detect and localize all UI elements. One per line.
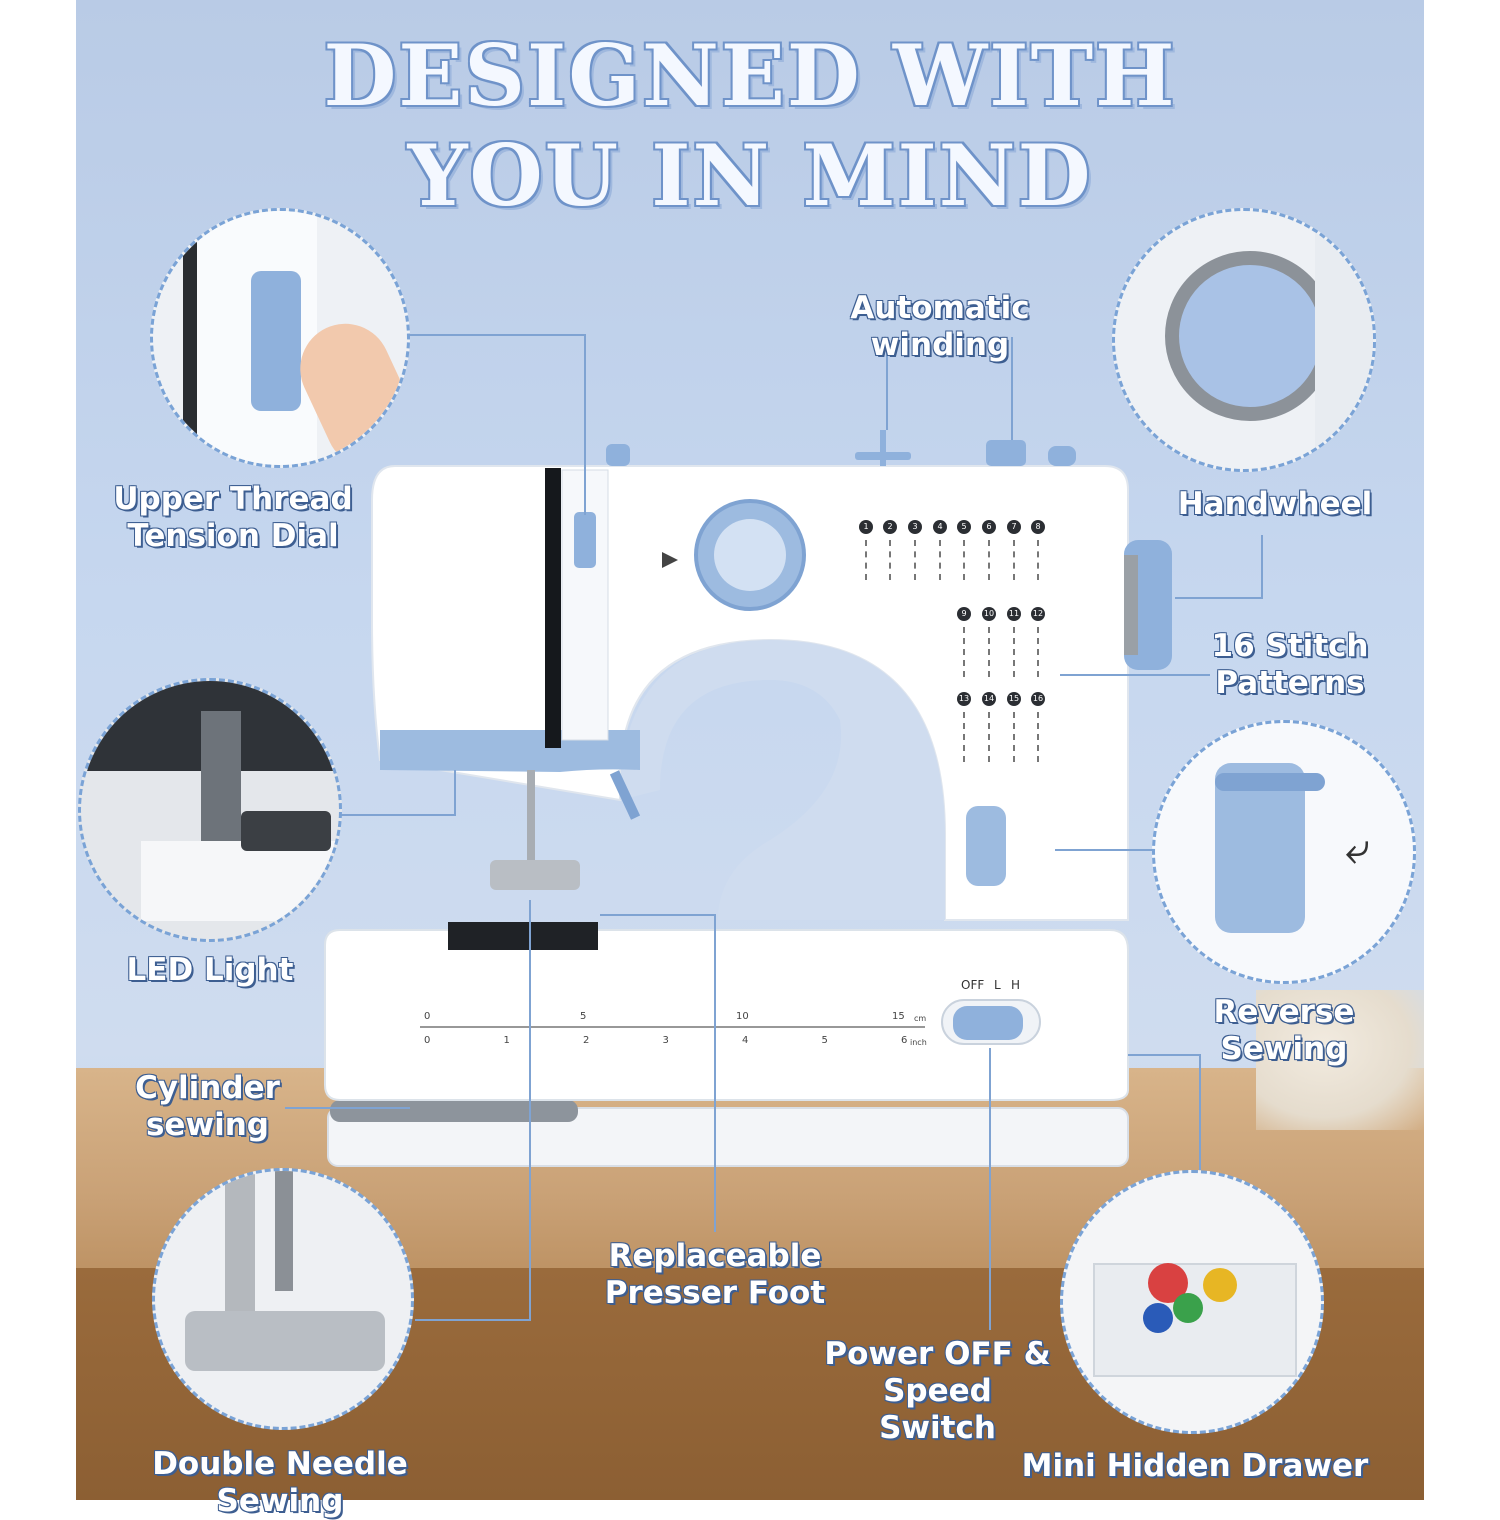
stitch-pattern-glyph <box>988 712 992 762</box>
stitch-number-badge: 13 <box>957 692 971 706</box>
headline-line-1: DESIGNED WITH <box>323 26 1177 125</box>
handwheel-knob-icon <box>1165 251 1335 421</box>
ruler-inch-label: 1 <box>503 1035 510 1046</box>
switch-label-h: H <box>1011 978 1021 992</box>
stitch-number-badge: 6 <box>982 520 996 534</box>
stitch-number-badge: 12 <box>1031 607 1045 621</box>
label-led-light: LED Light <box>126 952 294 988</box>
stitch-number-badge: 10 <box>982 607 996 621</box>
ruler-inch-label: 3 <box>662 1035 669 1046</box>
label-reverse-sewing: Reverse Sewing <box>1213 994 1355 1067</box>
stitch-pattern-glyph <box>988 540 992 580</box>
stitch-pattern-glyph <box>1037 540 1041 580</box>
ruler-cm-label: 15 <box>892 1011 905 1022</box>
stitch-pattern-glyph <box>865 540 869 580</box>
stitch-pattern-glyph <box>1037 712 1041 762</box>
stitch-number-badge: 2 <box>883 520 897 534</box>
stitch-pattern-glyph <box>914 540 918 580</box>
led-light-closeup <box>78 678 342 942</box>
stitch-pattern-glyph <box>963 627 967 677</box>
headline-line-2: YOU IN MIND <box>407 126 1093 225</box>
ruler-cm-unit: cm <box>914 1014 927 1023</box>
fabric-pile <box>1256 990 1424 1130</box>
thread-spool-blue <box>1143 1303 1173 1333</box>
stitch-pattern-glyph <box>889 540 893 580</box>
reverse-lever-icon <box>1215 763 1305 933</box>
reverse-arrow-icon: ⤶ <box>1345 823 1370 874</box>
stitch-number-badge: 5 <box>957 520 971 534</box>
stitch-pattern-glyph <box>1013 627 1017 677</box>
stitch-number-badge: 9 <box>957 607 971 621</box>
switch-label-off: OFF <box>961 978 985 992</box>
stitch-number-badge: 8 <box>1031 520 1045 534</box>
thread-spool-yellow <box>1203 1268 1237 1302</box>
switch-label-l: L <box>994 978 1001 992</box>
label-automatic-winding: Automatic winding <box>850 290 1030 363</box>
tension-dial-wheel <box>251 271 301 411</box>
label-power-speed-switch: Power OFF &Speed Switch <box>824 1336 1051 1446</box>
ruler-inch-label: 5 <box>821 1035 828 1046</box>
stitch-pattern-glyph <box>963 712 967 762</box>
reverse-sewing-closeup: ⤶ <box>1152 720 1416 984</box>
stitch-number-badge: 3 <box>908 520 922 534</box>
label-mini-hidden-drawer: Mini Hidden Drawer <box>1021 1448 1369 1484</box>
stitch-number-badge: 4 <box>933 520 947 534</box>
ruler-cm-label: 5 <box>580 1011 587 1022</box>
stitch-pattern-glyph <box>1013 712 1017 762</box>
ruler-cm-label: 10 <box>736 1011 749 1022</box>
stitch-pattern-glyph <box>988 627 992 677</box>
stitch-number-badge: 16 <box>1031 692 1045 706</box>
drawer-closeup <box>1060 1170 1324 1434</box>
ruler-inch-label: 6 <box>901 1035 908 1046</box>
stitch-pattern-glyph <box>939 540 943 580</box>
stitch-pattern-glyph <box>1037 627 1041 677</box>
ruler-inch-label: 0 <box>424 1035 431 1046</box>
stitch-pattern-glyph <box>1013 540 1017 580</box>
thread-spool-green <box>1173 1293 1203 1323</box>
stitch-number-badge: 7 <box>1007 520 1021 534</box>
ruler-inch-unit: inch <box>910 1038 927 1047</box>
presser-foot-icon <box>185 1311 385 1371</box>
stitch-number-badge: 14 <box>982 692 996 706</box>
tension-dial-closeup <box>150 208 410 468</box>
handwheel-closeup <box>1112 208 1376 472</box>
stitch-pattern-glyph <box>963 540 967 580</box>
double-needle-closeup <box>152 1168 414 1430</box>
ruler-inch-label: 2 <box>583 1035 590 1046</box>
ruler-inch-label: 4 <box>742 1035 749 1046</box>
stitch-number-badge: 15 <box>1007 692 1021 706</box>
stitch-number-badge: 11 <box>1007 607 1021 621</box>
label-double-needle-sewing: Double Needle Sewing <box>152 1446 408 1519</box>
stitch-number-badge: 1 <box>859 520 873 534</box>
ruler-cm-label: 0 <box>424 1011 431 1022</box>
label-handwheel: Handwheel <box>1177 486 1373 522</box>
